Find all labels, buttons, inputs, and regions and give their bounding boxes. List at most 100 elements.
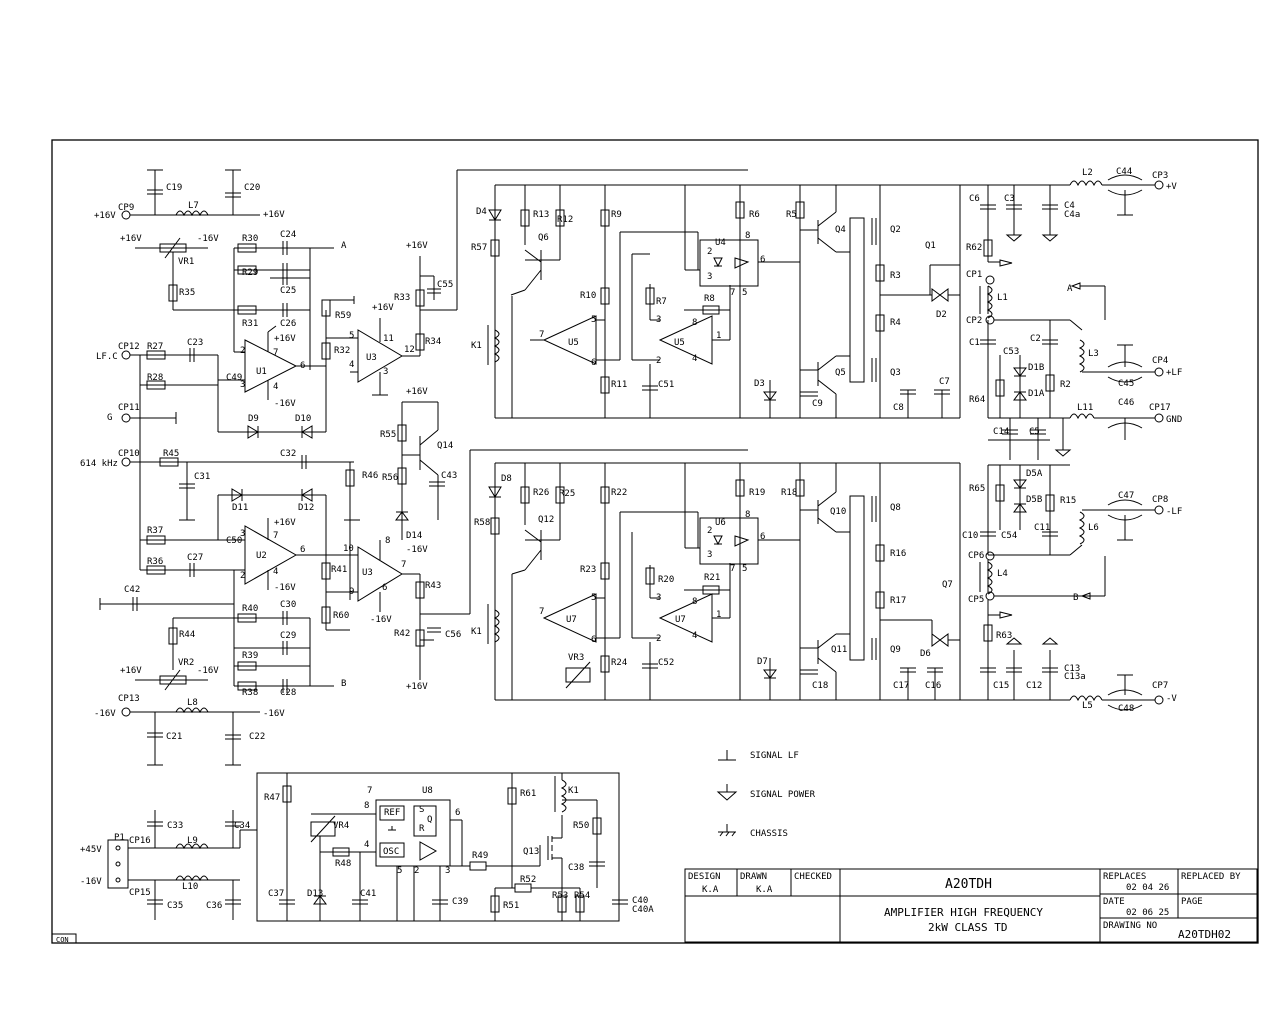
component-label: Q6 [538, 233, 549, 243]
component-label: C52 [658, 658, 674, 668]
component-label: 8 [364, 801, 369, 811]
component-label: CP15 [129, 888, 151, 898]
component-label: K1 [568, 786, 579, 796]
component-label: R32 [334, 346, 350, 356]
component-label: R26 [533, 488, 549, 498]
component-label: 7 [730, 564, 735, 574]
component-label: K1 [471, 627, 482, 637]
component-label: C50 [226, 536, 242, 546]
component-label: R64 [969, 395, 985, 405]
component-label: 7 [401, 560, 406, 570]
component-label: C32 [280, 449, 296, 459]
component-label: G [107, 413, 112, 423]
component-label: VR1 [178, 257, 194, 267]
corner-tag-box [51, 933, 77, 944]
component-label: U5 [568, 338, 579, 348]
component-label: OSC [383, 847, 399, 857]
component-label: C4 [1064, 201, 1075, 211]
component-label: C10 [962, 531, 978, 541]
component-label: C20 [244, 183, 260, 193]
component-label: 6 [300, 545, 305, 555]
component-label: L3 [1088, 349, 1099, 359]
component-label: D3 [754, 379, 765, 389]
component-label: REF [384, 808, 400, 818]
component-label: Q2 [890, 225, 901, 235]
component-label: C49 [226, 373, 242, 383]
component-label: -16V [274, 583, 296, 593]
component-label: CP11 [118, 403, 140, 413]
component-label: 2 [240, 571, 245, 581]
component-label: +16V [263, 210, 285, 220]
component-label: U7 [566, 615, 577, 625]
component-label: C8 [893, 403, 904, 413]
component-label: R23 [580, 565, 596, 575]
component-label: C22 [249, 732, 265, 742]
component-label: 6 [760, 532, 765, 542]
component-label: D5A [1026, 469, 1043, 479]
component-label: R24 [611, 658, 627, 668]
component-label: C43 [441, 471, 457, 481]
page-label: PAGE [1181, 897, 1203, 907]
component-label: 4 [692, 354, 697, 364]
component-label: 5 [349, 331, 354, 341]
component-label: CP13 [118, 694, 140, 704]
component-label: R21 [704, 573, 720, 583]
component-label: C40A [632, 905, 654, 915]
component-label: C55 [437, 280, 453, 290]
component-label: C33 [167, 821, 183, 831]
component-label: C31 [194, 472, 210, 482]
component-label: C37 [268, 889, 284, 899]
component-label: C42 [124, 585, 140, 595]
component-label: 8 [692, 597, 697, 607]
component-label: R63 [996, 631, 1012, 641]
component-label: D8 [501, 474, 512, 484]
component-label: R31 [242, 319, 258, 329]
component-label: L1 [997, 293, 1008, 303]
component-label: C26 [280, 319, 296, 329]
component-label: R5 [786, 210, 797, 220]
component-label: 4 [273, 567, 278, 577]
component-label: 7 [273, 531, 278, 541]
component-label: 4 [273, 382, 278, 392]
component-label: R20 [658, 575, 674, 585]
component-label: L7 [188, 201, 199, 211]
component-label: R13 [533, 210, 549, 220]
component-label: 4 [692, 631, 697, 641]
component-label: +16V [274, 334, 296, 344]
component-label: C17 [893, 681, 909, 691]
component-label: Q9 [890, 645, 901, 655]
component-label: C28 [280, 688, 296, 698]
component-label: R35 [179, 288, 195, 298]
component-label: +LF [1166, 368, 1182, 378]
component-label: D9 [248, 414, 259, 424]
component-label: R17 [890, 596, 906, 606]
component-label: C45 [1118, 379, 1134, 389]
component-label: D12 [298, 503, 314, 513]
component-label: Q [427, 815, 432, 825]
component-label: C46 [1118, 398, 1134, 408]
component-label: 12 [404, 345, 415, 355]
component-label: L9 [187, 836, 198, 846]
component-label: U5 [674, 338, 685, 348]
component-label: C41 [360, 889, 376, 899]
corner-tag: CON [56, 936, 69, 944]
component-label: -16V [197, 666, 219, 676]
component-label: L5 [1082, 701, 1093, 711]
output-section [960, 174, 1164, 711]
component-label: -16V [197, 234, 219, 244]
component-label: A [1067, 284, 1073, 294]
component-label: VR4 [333, 821, 349, 831]
component-label: 3 [707, 550, 712, 560]
component-label: R30 [242, 234, 258, 244]
component-label: CP3 [1152, 171, 1168, 181]
component-label: C56 [445, 630, 461, 640]
component-label: +16V [406, 682, 428, 692]
component-label: C5 [1029, 427, 1040, 437]
component-label: R39 [242, 651, 258, 661]
signal-power-ground-icon [716, 791, 738, 801]
component-label: C3 [1004, 194, 1015, 204]
component-label: -16V [94, 709, 116, 719]
component-label: U2 [256, 551, 267, 561]
component-label: CP6 [968, 551, 984, 561]
